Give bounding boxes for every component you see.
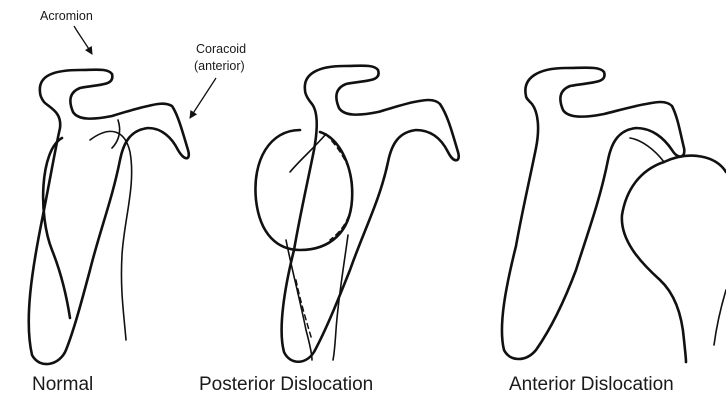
panel-anterior (502, 68, 726, 362)
humeral-head-anterior (664, 156, 726, 172)
acromion-callout: Acromion (40, 9, 93, 54)
panel-posterior (255, 66, 458, 362)
coracoid-callout: Coracoid (anterior) (190, 42, 246, 118)
coracoid-label-line2: (anterior) (194, 59, 245, 73)
humeral-shaft-lateral (90, 131, 132, 340)
panel-normal (29, 70, 189, 364)
humeral-shaft-posterior-right (333, 235, 348, 360)
scapula-posterior (282, 66, 459, 362)
scapula-normal (29, 70, 189, 364)
hidden-shaft-edge (296, 280, 312, 340)
scapula-anterior (502, 68, 684, 359)
acromion-label: Acromion (40, 9, 93, 23)
glenoid-line-normal (112, 120, 120, 148)
humeral-shaft-anterior-right (714, 290, 726, 345)
acromion-arrow (74, 26, 92, 54)
caption-anterior: Anterior Dislocation (509, 374, 674, 395)
humeral-shaft-posterior (286, 240, 312, 360)
caption-posterior: Posterior Dislocation (199, 374, 373, 395)
coracoid-arrow (190, 78, 216, 118)
humeral-head-anterior-lower (622, 162, 686, 362)
hidden-glenoid-edge (326, 134, 353, 240)
glenoid-line-anterior (630, 138, 664, 162)
glenoid-line-posterior (290, 134, 326, 172)
coracoid-label-line1: Coracoid (196, 42, 246, 56)
humeral-head (43, 138, 70, 318)
caption-normal: Normal (32, 374, 93, 395)
